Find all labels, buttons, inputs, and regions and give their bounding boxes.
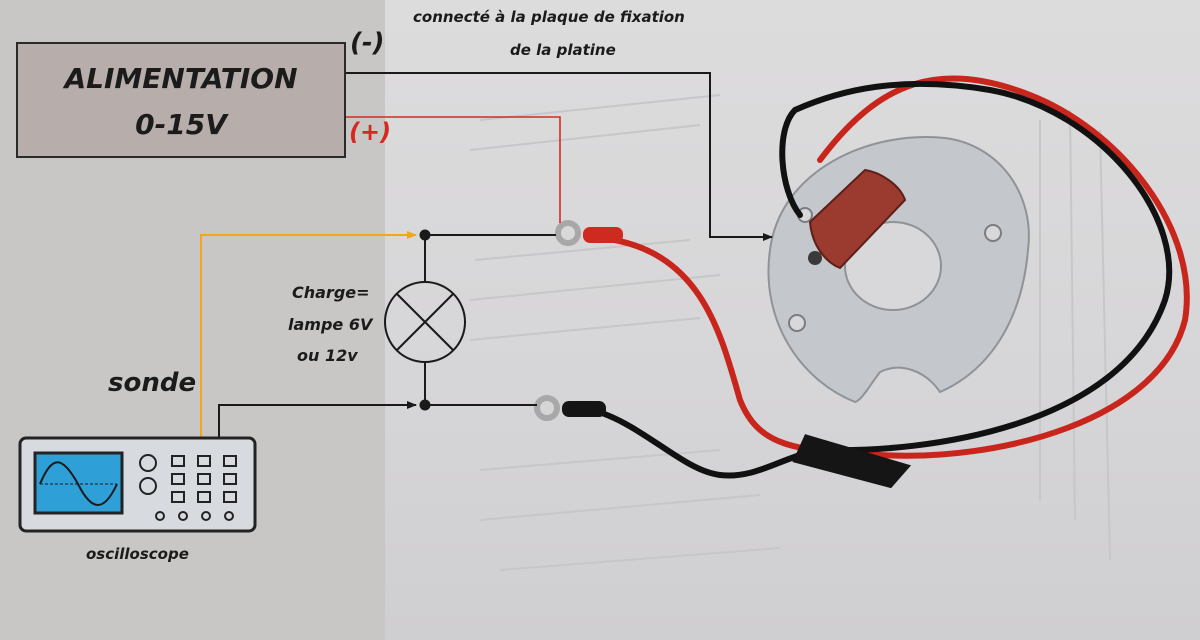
power-supply-box: ALIMENTATION 0-15V bbox=[16, 42, 346, 158]
breaker-plate bbox=[767, 136, 1030, 404]
connection-note-line2: de la platine bbox=[510, 41, 616, 59]
load-branch bbox=[419, 229, 556, 411]
load-label-line2: lampe 6V bbox=[288, 315, 373, 334]
positive-wire bbox=[343, 116, 561, 223]
oscilloscope-label: oscilloscope bbox=[86, 545, 189, 563]
lamp-symbol bbox=[384, 281, 466, 363]
probe-label: sonde bbox=[108, 368, 197, 398]
negative-terminal-label: (-) bbox=[350, 28, 385, 58]
positive-ring-terminal bbox=[555, 220, 623, 246]
probe-wire bbox=[200, 231, 417, 438]
connection-note-line1: connecté à la plaque de fixation bbox=[413, 8, 685, 26]
positive-terminal-label: (+) bbox=[349, 118, 392, 146]
background-page-lines bbox=[469, 94, 1111, 571]
load-label-line1: Charge= bbox=[292, 283, 370, 302]
power-supply-title: ALIMENTATION bbox=[64, 62, 298, 95]
photo-cables bbox=[582, 75, 1190, 489]
power-supply-range: 0-15V bbox=[135, 108, 227, 141]
ground-probe-wire bbox=[218, 401, 417, 438]
negative-wire bbox=[343, 72, 773, 241]
oscilloscope-icon bbox=[18, 436, 257, 533]
negative-ring-terminal bbox=[534, 395, 606, 421]
load-label-line3: ou 12v bbox=[297, 346, 358, 365]
